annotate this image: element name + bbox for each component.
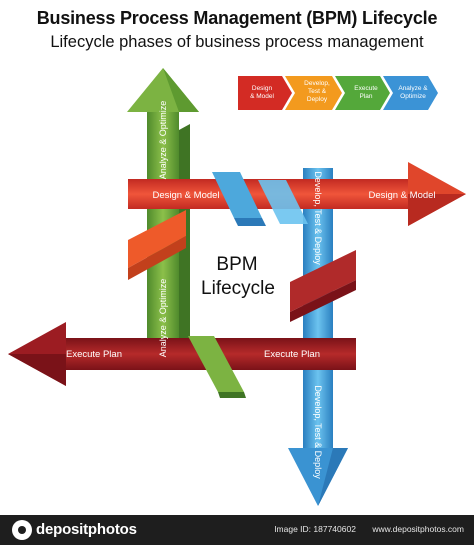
- legend-chevron-orange: [285, 76, 342, 110]
- legend-chevron-blue: [383, 76, 438, 110]
- diagram-subtitle: Lifecycle phases of business process man…: [50, 33, 424, 51]
- legend-step-design: Design& Model: [238, 76, 292, 110]
- footer-brand: depositphotos: [36, 521, 137, 538]
- label-execute-left: Execute Plan: [66, 349, 122, 360]
- label-analyze-lower: Analyze & Optimize: [158, 279, 168, 358]
- label-execute-right: Execute Plan: [264, 349, 320, 360]
- legend-step-develop: Develop,Test &Deploy: [285, 76, 342, 110]
- legend-chevron-green: [335, 76, 390, 110]
- label-design-model-right: Design & Model: [368, 190, 435, 201]
- orange-ribbon-twist: [128, 210, 186, 280]
- footer-site: www.depositphotos.com: [372, 524, 464, 534]
- blue-ribbon-twist: [212, 172, 308, 226]
- footer-meta: Image ID: 187740602 www.depositphotos.co…: [260, 524, 464, 534]
- darkred-ribbon-twist: [290, 250, 356, 322]
- footer-image-id: Image ID: 187740602: [274, 524, 356, 534]
- svg-text:Design& Model: Design& Model: [250, 85, 274, 100]
- bpm-lifecycle-diagram: Design& Model Develop,Test &Deploy Execu…: [8, 68, 466, 506]
- green-ribbon-twist: [188, 336, 246, 398]
- label-design-model-left: Design & Model: [152, 190, 219, 201]
- center-label-line1: BPM: [216, 254, 257, 275]
- legend-step-analyze: Analyze &Optimize: [383, 76, 438, 110]
- legend: Design& Model Develop,Test &Deploy Execu…: [238, 76, 438, 110]
- label-analyze-upper: Analyze & Optimize: [158, 101, 168, 180]
- svg-text:Develop,Test &Deploy: Develop,Test &Deploy: [304, 80, 330, 103]
- label-develop-upper: Develop, Test & Deploy: [313, 171, 323, 265]
- center-label-line2: Lifecycle: [201, 278, 275, 299]
- depositphotos-logo-icon: [12, 520, 32, 540]
- diagram-title: Business Process Management (BPM) Lifecy…: [36, 8, 438, 28]
- legend-chevron-red: [238, 76, 292, 110]
- footer-bar: depositphotos Image ID: 187740602 www.de…: [0, 515, 474, 545]
- label-develop-lower: Develop, Test & Deploy: [313, 385, 323, 479]
- svg-text:Analyze &Optimize: Analyze &Optimize: [398, 85, 428, 100]
